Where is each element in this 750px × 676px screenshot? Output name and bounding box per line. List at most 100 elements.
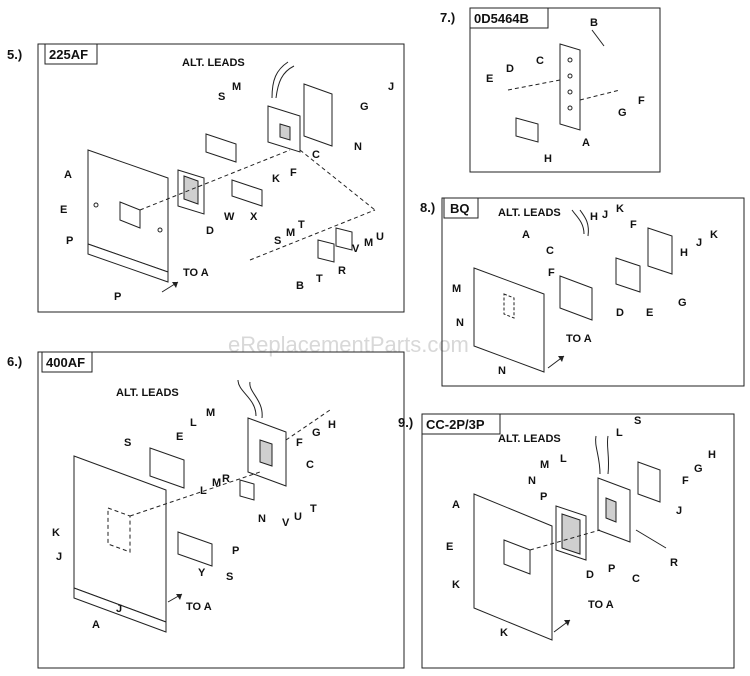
s5-label-N: N — [354, 141, 362, 153]
s5-label-A: A — [64, 169, 72, 181]
panel-cutout — [119, 201, 141, 229]
s5-label-K: K — [272, 173, 280, 185]
panel-plate — [473, 267, 545, 373]
s9-label-M: M — [540, 459, 549, 471]
section-9-frame — [421, 413, 735, 669]
s6-label-Y: Y — [198, 567, 206, 579]
s5-label-U: U — [376, 231, 384, 243]
section-9-title: CC-2P/3P — [426, 417, 485, 432]
section-5-alt-leads: ALT. LEADS — [182, 57, 245, 69]
section-7: 7.) 0D5464B B C D E A F G H — [440, 7, 661, 173]
s9-label-E: E — [446, 541, 453, 553]
s7-label-G: G — [618, 107, 627, 119]
s6-label-S: S — [124, 437, 131, 449]
s6-label-J: J — [56, 551, 62, 563]
s7-label-D: D — [506, 63, 514, 75]
s6-label-J-lower: J — [116, 603, 122, 615]
section-6-to-a: TO A — [186, 601, 212, 613]
s6-label-E: E — [176, 431, 183, 443]
s5-label-M: M — [232, 81, 241, 93]
panel-flange — [87, 243, 169, 283]
s5-label-E: E — [60, 204, 67, 216]
section-8-number: 8.) — [420, 200, 435, 215]
s7-label-C: C — [536, 55, 544, 67]
s6-label-A: A — [92, 619, 100, 631]
s5-label-S-lower: S — [274, 235, 281, 247]
s5-label-D: D — [206, 225, 214, 237]
section-8-alt-leads: ALT. LEADS — [498, 207, 561, 219]
s9-label-K-lower: K — [500, 627, 508, 639]
s5-label-C: C — [312, 149, 320, 161]
section-7-frame — [469, 7, 661, 173]
s8-label-E: E — [646, 307, 653, 319]
section-8: 8.) BQ ALT. LEADS TO A H J K F K J H A C… — [420, 197, 745, 387]
s7-label-H: H — [544, 153, 552, 165]
s7-label-F: F — [638, 95, 645, 107]
s5-label-B: B — [296, 280, 304, 292]
s6-label-P: P — [232, 545, 239, 557]
s5-label-G: G — [360, 101, 369, 113]
s6-label-G: G — [312, 427, 321, 439]
s6-label-V: V — [282, 517, 290, 529]
s5-label-S: S — [218, 91, 225, 103]
section-5: 5.) 225AF ALT. LEADS TO A M S — [7, 43, 405, 313]
s9-label-H: H — [708, 449, 716, 461]
section-7-title: 0D5464B — [474, 11, 529, 26]
section-6: 6.) 400AF ALT. LEADS TO A M L E S G H C … — [7, 351, 405, 669]
section-6-title-box — [41, 351, 93, 373]
s8-label-K-right: K — [710, 229, 718, 241]
s5-label-X: X — [250, 211, 258, 223]
s8-label-F: F — [548, 267, 555, 279]
section-9-number: 9.) — [398, 415, 413, 430]
s9-label-A: A — [452, 499, 460, 511]
s8-label-K: K — [616, 203, 624, 215]
s9-label-L-lower: L — [560, 453, 567, 465]
s9-label-F: F — [682, 475, 689, 487]
s9-label-C: C — [632, 573, 640, 585]
s6-label-K: K — [52, 527, 60, 539]
s5-label-M-right: M — [364, 237, 373, 249]
section-5-title-box — [44, 43, 98, 65]
s6-label-T: T — [310, 503, 317, 515]
section-9-title-box — [421, 413, 501, 435]
s9-label-G: G — [694, 463, 703, 475]
s8-label-N: N — [456, 317, 464, 329]
section-6-frame — [37, 351, 405, 669]
s8-label-J-right: J — [696, 237, 702, 249]
section-5-title: 225AF — [49, 47, 88, 62]
s5-label-W: W — [224, 211, 235, 223]
s8-label-H: H — [590, 211, 598, 223]
s8-label-G: G — [678, 297, 687, 309]
s5-label-V: V — [352, 243, 360, 255]
s6-label-F: F — [296, 437, 303, 449]
s5-label-P-lower: P — [114, 291, 121, 303]
s6-label-M-lower: M — [212, 477, 221, 489]
s8-label-J: J — [602, 209, 608, 221]
section-8-title: BQ — [450, 201, 470, 216]
s5-label-J: J — [388, 81, 394, 93]
s6-label-U: U — [294, 511, 302, 523]
section-9-alt-leads: ALT. LEADS — [498, 433, 561, 445]
s8-label-H-right: H — [680, 247, 688, 259]
section-5-number: 5.) — [7, 47, 22, 62]
section-9: 9.) CC-2P/3P ALT. LEADS TO A S L H G F J… — [398, 413, 735, 669]
s5-label-F: F — [290, 167, 297, 179]
s9-label-P: P — [540, 491, 547, 503]
section-7-number: 7.) — [440, 10, 455, 25]
s7-label-A: A — [582, 137, 590, 149]
s9-label-S: S — [634, 415, 641, 427]
s6-label-L-lower: L — [200, 485, 207, 497]
s9-label-P-lower: P — [608, 563, 615, 575]
s5-label-T-lower: T — [316, 273, 323, 285]
s8-label-N-lower: N — [498, 365, 506, 377]
s7-label-E: E — [486, 73, 493, 85]
s9-label-N: N — [528, 475, 536, 487]
section-5-frame — [37, 43, 405, 313]
section-5-to-a: TO A — [183, 267, 209, 279]
s8-label-A: A — [522, 229, 530, 241]
s9-label-L: L — [616, 427, 623, 439]
s9-label-J: J — [676, 505, 682, 517]
section-7-title-box — [469, 7, 549, 29]
s5-label-P: P — [66, 235, 73, 247]
